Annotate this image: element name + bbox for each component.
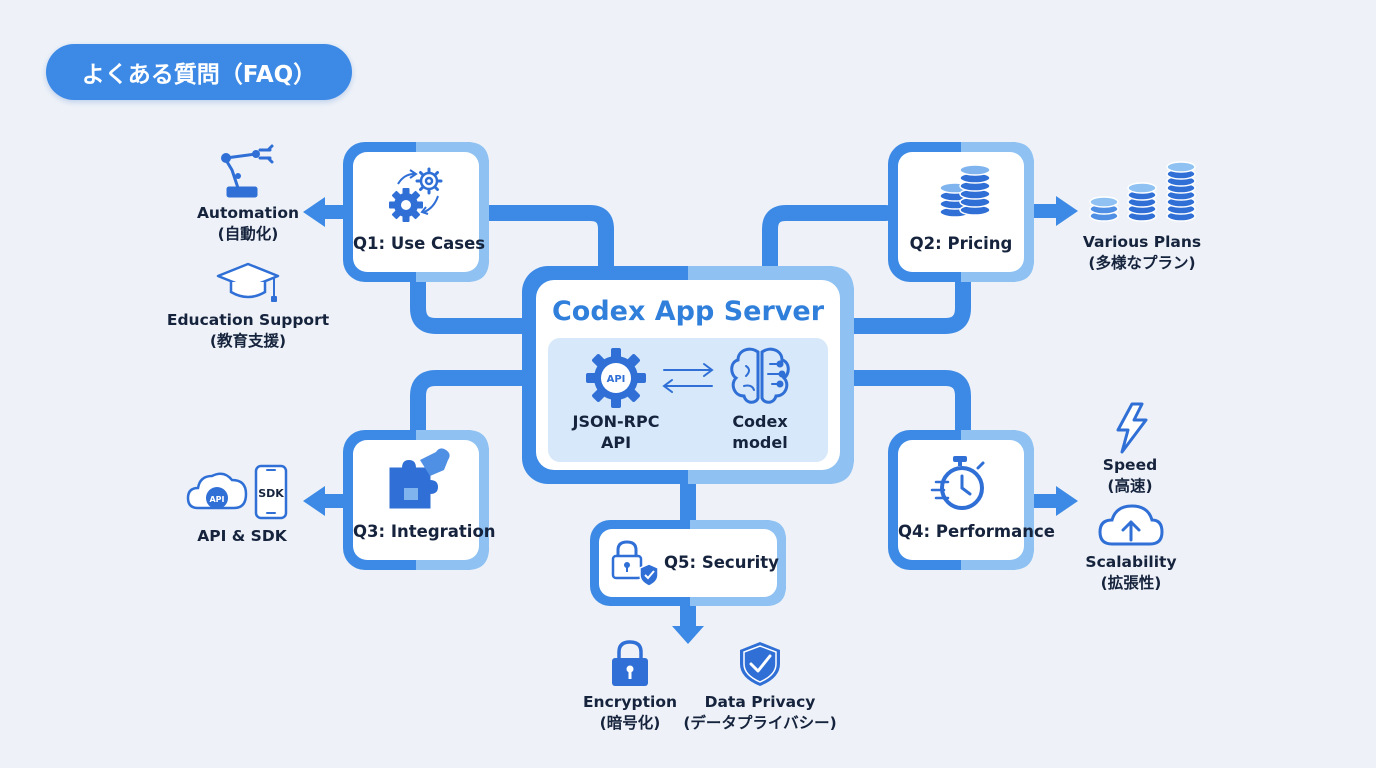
connectors xyxy=(410,205,971,532)
plans-sub: (多様なプラン) xyxy=(1088,254,1196,272)
arrow-q4-out xyxy=(1030,486,1078,516)
automation-text: Automation xyxy=(196,204,300,222)
education-label: Education Support (教育支援) xyxy=(163,310,333,352)
privacy-text: Data Privacy xyxy=(704,693,816,711)
box-q4 xyxy=(888,430,1034,570)
codex-model-label: Codex model xyxy=(712,411,808,453)
plans-text: Various Plans xyxy=(1082,233,1202,251)
codex-model-line-1: Codex xyxy=(732,412,788,431)
padlock-icon xyxy=(612,640,648,686)
shield-check-icon xyxy=(740,642,780,686)
lightning-icon xyxy=(1116,402,1148,454)
json-rpc-label: JSON-RPC API xyxy=(560,411,672,453)
connector-q2-bottom xyxy=(838,274,971,334)
lock-shield-icon xyxy=(611,540,659,587)
connector-q1-bottom xyxy=(410,274,538,334)
connector-q3 xyxy=(410,370,538,446)
scalability-text: Scalability xyxy=(1085,553,1177,571)
plan-stacks-icon xyxy=(1089,161,1196,222)
exchange-arrows-icon xyxy=(662,363,714,393)
encryption-sub: (暗号化) xyxy=(599,714,661,732)
api-sdk-text: API & SDK xyxy=(197,527,287,545)
connector-q1-top xyxy=(482,205,614,284)
stopwatch-icon xyxy=(930,456,985,510)
q4-label: Q4: Performance xyxy=(898,522,1055,541)
output-arrows xyxy=(303,196,1078,644)
connector-q4 xyxy=(838,370,971,446)
gears-icon xyxy=(389,167,443,222)
scalability-sub: (拡張性) xyxy=(1100,574,1162,592)
codex-model-line-2: model xyxy=(732,433,788,452)
privacy-sub: (データプライバシー) xyxy=(683,714,837,732)
api-cloud-text: API xyxy=(209,495,224,504)
puzzle-icon xyxy=(389,448,450,509)
cloud-upload-icon xyxy=(1098,504,1164,546)
arrow-q1-out xyxy=(303,197,345,227)
q3-label: Q3: Integration xyxy=(353,522,496,541)
api-cloud-icon: API xyxy=(186,472,248,510)
q5-label: Q5: Security xyxy=(664,553,779,572)
sdk-phone-icon: SDK xyxy=(254,464,288,520)
center-title: Codex App Server xyxy=(551,296,825,327)
privacy-label: Data Privacy (データプライバシー) xyxy=(680,692,840,734)
json-rpc-line-2: API xyxy=(600,433,632,452)
sdk-phone-text: SDK xyxy=(258,487,284,500)
box-q5 xyxy=(590,520,786,606)
graduation-cap-icon xyxy=(216,262,280,302)
connector-q2-top xyxy=(762,205,894,284)
api-gear-text: API xyxy=(607,374,626,385)
automation-label: Automation (自動化) xyxy=(178,203,318,245)
page-title: よくある質問（FAQ） xyxy=(46,44,352,100)
robot-arm-icon xyxy=(221,144,274,198)
automation-sub: (自動化) xyxy=(217,225,279,243)
api-gear-icon: API xyxy=(586,348,646,408)
education-sub: (教育支援) xyxy=(209,332,287,350)
encryption-label: Encryption (暗号化) xyxy=(575,692,685,734)
arrow-q3-out xyxy=(303,486,345,516)
education-text: Education Support xyxy=(166,311,330,329)
encryption-text: Encryption xyxy=(582,693,678,711)
arrow-q2-out xyxy=(1030,196,1078,226)
q2-label: Q2: Pricing xyxy=(909,234,1013,253)
plans-label: Various Plans (多様なプラン) xyxy=(1072,232,1212,274)
speed-text: Speed xyxy=(1102,456,1158,474)
speed-sub: (高速) xyxy=(1107,477,1153,495)
scalability-label: Scalability (拡張性) xyxy=(1076,552,1186,594)
api-sdk-label: API & SDK xyxy=(182,526,302,547)
json-rpc-line-1: JSON-RPC xyxy=(572,412,660,431)
q1-label: Q1: Use Cases xyxy=(353,234,486,253)
brain-icon xyxy=(730,347,790,404)
coin-stacks-icon xyxy=(939,164,991,218)
speed-label: Speed (高速) xyxy=(1080,455,1180,497)
arrow-q5-out xyxy=(672,606,704,644)
